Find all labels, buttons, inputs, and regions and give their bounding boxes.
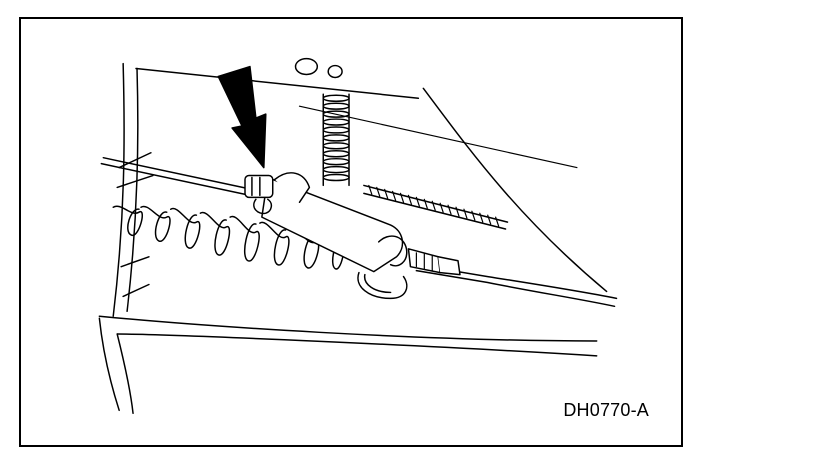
- cable-end-fitting: [244, 174, 274, 215]
- figure-code-label: DH0770-A: [563, 400, 649, 420]
- brake-cable: [100, 156, 618, 308]
- brake-cable-illustration: [98, 57, 618, 415]
- right-cable-fitting: [407, 248, 461, 276]
- upper-cable-sheath: [363, 184, 509, 230]
- pointer-arrow: [217, 65, 267, 169]
- vertical-spring: [294, 57, 350, 187]
- figure-frame: DH0770-A: [19, 17, 683, 447]
- equalizer-lever: [261, 172, 408, 300]
- vehicle-body-lines: [98, 62, 608, 415]
